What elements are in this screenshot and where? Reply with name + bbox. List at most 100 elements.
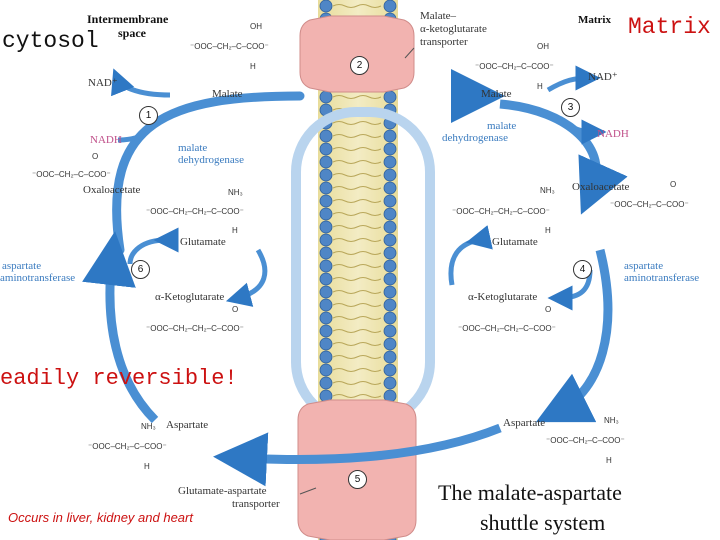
malate-akg-transporter (299, 15, 415, 93)
intermembrane-label-1: Intermembrane (87, 12, 169, 26)
lipid-head (319, 337, 333, 351)
right-enzyme3-label-1: malate (487, 120, 517, 132)
lipid-tail (332, 134, 382, 138)
lipid-head (383, 272, 397, 286)
lipid-head (319, 298, 333, 312)
lipid-head (319, 220, 333, 234)
right-glutamate-label: Glutamate (492, 236, 538, 248)
lipid-tail (332, 251, 382, 255)
asp-right-formula: ⁻OOC–CH₂–C–COO⁻ (546, 436, 625, 445)
right-nad-label: NAD⁺ (588, 71, 618, 83)
lipid-head (319, 207, 333, 221)
step-1-badge: 1 (139, 106, 158, 125)
lipid-head (383, 194, 397, 208)
cycle-arrow-right-lower (535, 248, 613, 423)
lipid-tail (332, 368, 382, 372)
lipid-tail (332, 147, 382, 151)
lipid-head (319, 194, 333, 208)
akg-right-o: O (545, 305, 552, 314)
lipid-head (383, 337, 397, 351)
malate-top-h: H (250, 62, 256, 71)
matrix-small-label: Matrix (578, 14, 611, 26)
lipid-head (383, 220, 397, 234)
left-enzyme6-label-2: aminotransferase (0, 272, 76, 284)
malate-top-oh: OH (250, 22, 262, 31)
intermembrane-label-2: space (118, 26, 146, 40)
gat-transporter-label-2: transporter (232, 498, 280, 510)
left-enzyme6-label-1: aspartate (2, 260, 42, 272)
lipid-head (383, 311, 397, 325)
lipid-head (319, 376, 333, 390)
lipid-head (383, 376, 397, 390)
oaa-left-formula: ⁻OOC–CH₂–C–COO⁻ (32, 170, 111, 179)
mak-transporter-label-2: α-ketoglutarate (420, 23, 487, 35)
left-glutamate-label: Glutamate (180, 236, 226, 248)
right-nadh-label: NADH (597, 128, 629, 140)
glu-arrow-left (127, 227, 179, 265)
caption-line-1: The malate-aspartate (438, 480, 622, 505)
akg-left-formula: ⁻OOC–CH₂–CH₂–C–COO⁻ (146, 324, 244, 333)
lipid-tail (332, 290, 382, 294)
lipid-head (383, 259, 397, 273)
lipid-head (319, 142, 333, 156)
mak-transporter-label-1: Malate– (420, 10, 457, 22)
cytosol-label: cytosol (2, 28, 99, 54)
lipid-tail (332, 186, 382, 190)
lipid-head (383, 155, 397, 169)
matrix-label: Matrix (628, 14, 711, 40)
lipid-head (319, 311, 333, 325)
lipid-tail (332, 264, 382, 268)
right-enzyme4-label-1: aspartate (624, 260, 664, 272)
lipid-head (383, 363, 397, 377)
malate-top-formula: ⁻OOC–CH₂–C–COO⁻ (190, 42, 269, 51)
glu-right-formula: ⁻OOC–CH₂–CH₂–C–COO⁻ (452, 207, 550, 216)
step-5-badge: 5 (348, 470, 367, 489)
asp-left-h: H (144, 462, 150, 471)
glu-right-h: H (545, 226, 551, 235)
lipid-head (383, 233, 397, 247)
nad-arrow-right (546, 65, 601, 93)
lipid-tail (332, 199, 382, 203)
cycle-arrow-left-lower (82, 231, 159, 424)
lipid-head (383, 298, 397, 312)
right-malate-label: Malate (481, 88, 512, 100)
cycle-arrow-right-down (499, 99, 628, 215)
lipid-tail (332, 225, 382, 229)
left-malate-label: Malate (212, 88, 243, 100)
lipid-tail (332, 160, 382, 164)
akg-right-formula: ⁻OOC–CH₂–CH₂–C–COO⁻ (458, 324, 556, 333)
step-4-badge: 4 (573, 260, 592, 279)
lipid-tail (332, 381, 382, 385)
glu-left-h: H (232, 226, 238, 235)
lipid-tail (332, 329, 382, 333)
lipid-tail (332, 355, 382, 359)
mak-transporter-label-3: transporter (420, 36, 468, 48)
caption-line-2: shuttle system (480, 510, 606, 535)
malate-right-h: H (537, 82, 543, 91)
lipid-head (319, 259, 333, 273)
glu-arrow-right (448, 225, 493, 286)
cycle-arrow-left-up (112, 91, 305, 255)
glu-left-formula: ⁻OOC–CH₂–CH₂–C–COO⁻ (146, 207, 244, 216)
lipid-tail (332, 121, 382, 125)
lipid-head (319, 246, 333, 260)
lipid-head (383, 142, 397, 156)
transporter-pointer-top (404, 47, 415, 59)
lipid-tail (332, 277, 382, 281)
lipid-head (383, 324, 397, 338)
nadh-arrow-right (558, 116, 607, 145)
left-enzyme1-label-2: dehydrogenase (178, 154, 244, 166)
step-6-badge: 6 (131, 260, 150, 279)
lipid-head (319, 324, 333, 338)
malate-right-oh: OH (537, 42, 549, 51)
left-enzyme1-label-1: malate (178, 142, 208, 154)
step-2-badge: 2 (350, 56, 369, 75)
oaa-right-o: O (670, 180, 677, 189)
right-oxaloacetate-label: Oxaloacetate (572, 181, 630, 193)
lipid-head (383, 350, 397, 364)
lipid-tail (332, 4, 382, 8)
akg-arrow-left (225, 248, 268, 307)
asp-left-formula: ⁻OOC–CH₂–C–COO⁻ (88, 442, 167, 451)
step-3-badge: 3 (561, 98, 580, 117)
lipid-head (319, 0, 333, 13)
